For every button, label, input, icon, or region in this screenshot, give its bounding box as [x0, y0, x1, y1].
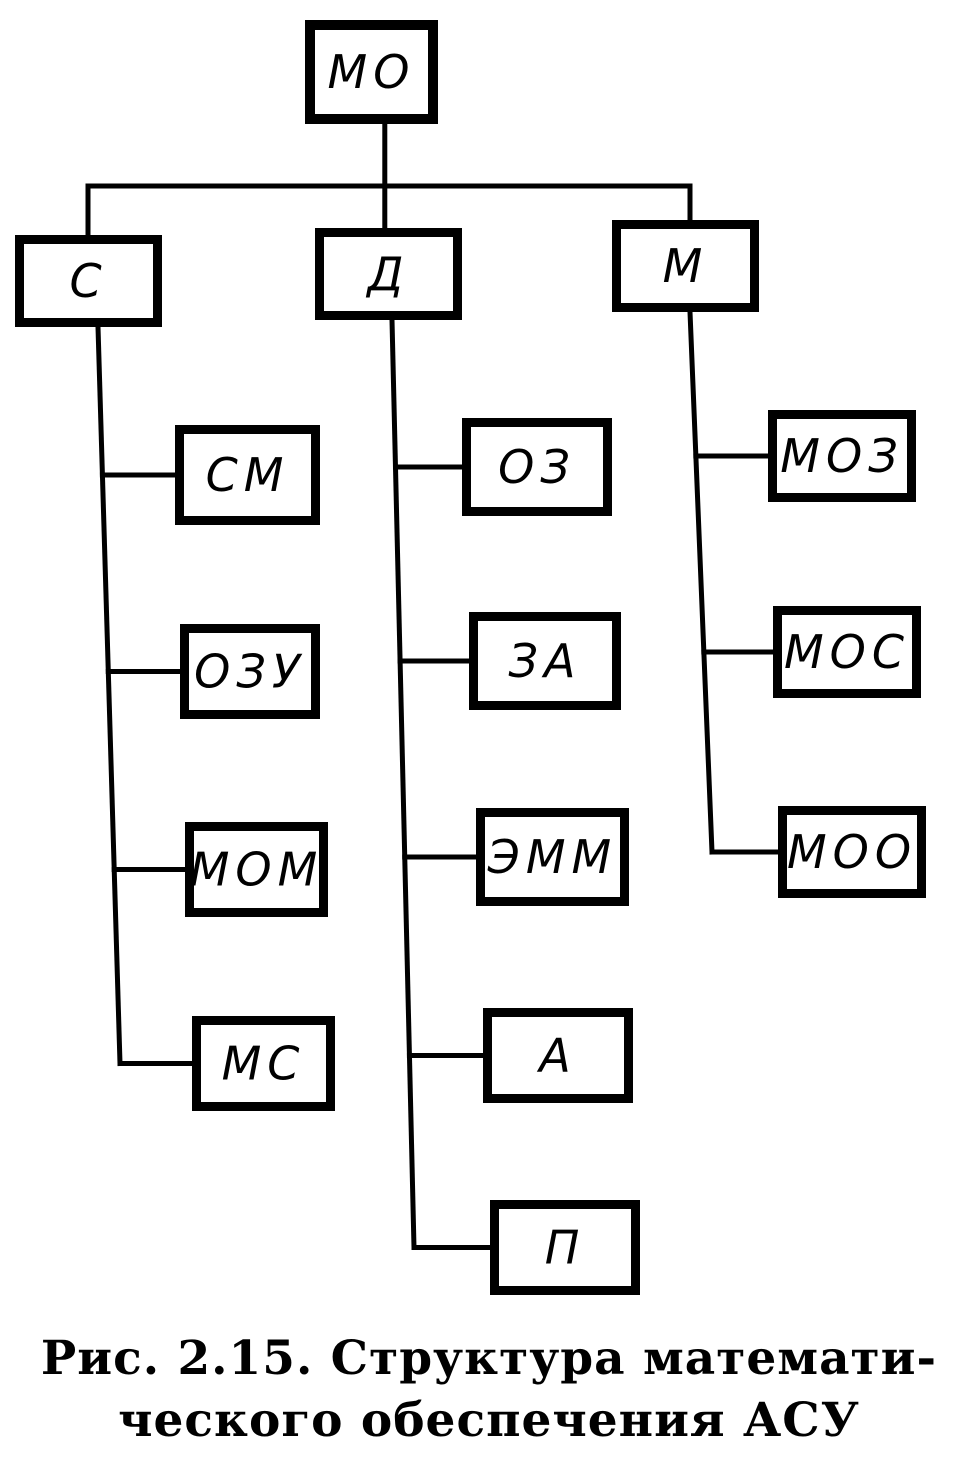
- node-ms-label: МС: [222, 1037, 306, 1091]
- node-mo-frame: [305, 20, 438, 124]
- node-ozu-label: ОЗУ: [194, 645, 306, 699]
- node-mom: МОМ: [185, 822, 328, 917]
- node-moz: МОЗ: [768, 410, 916, 502]
- node-oz-label: ОЗ: [498, 440, 576, 494]
- node-sm-frame: [175, 425, 320, 525]
- node-ozu: ОЗУ: [180, 624, 320, 719]
- node-s-label: С: [69, 254, 107, 308]
- node-emm-frame: [476, 808, 629, 906]
- node-za-frame: [469, 612, 621, 710]
- node-sm: СМ: [175, 425, 320, 525]
- node-oz-frame: [462, 418, 612, 516]
- node-s-frame: [15, 235, 162, 327]
- node-moo: МОО: [778, 806, 926, 898]
- caption-line-1: Рис. 2.15. Структура математи-: [40, 1331, 938, 1386]
- node-mom-frame: [185, 822, 328, 917]
- node-p-frame: [490, 1200, 640, 1295]
- node-a: А: [483, 1008, 633, 1103]
- node-emm-label: ЭММ: [487, 830, 618, 884]
- node-mom-label: МОМ: [190, 843, 324, 897]
- node-emm: ЭММ: [476, 808, 629, 906]
- connector-lines: [85, 121, 781, 1251]
- node-d-frame: [315, 228, 462, 320]
- node-m-label: М: [663, 239, 709, 293]
- node-m-frame: [612, 220, 759, 312]
- node-a-frame: [483, 1008, 633, 1103]
- node-d-label: Д: [366, 247, 410, 301]
- trunk-line-s: [95, 324, 123, 1067]
- node-ms: МС: [192, 1016, 335, 1111]
- node-mo-label: МО: [328, 45, 416, 99]
- node-ozu-frame: [180, 624, 320, 719]
- node-s: С: [15, 235, 162, 327]
- node-sm-label: СМ: [206, 448, 290, 502]
- node-za-label: ЗА: [509, 634, 582, 688]
- node-p-label: П: [545, 1221, 586, 1275]
- node-mos-frame: [773, 606, 921, 698]
- node-mos: МОС: [773, 606, 921, 698]
- node-a-label: А: [536, 1029, 576, 1083]
- node-p: П: [490, 1200, 640, 1295]
- node-ms-frame: [192, 1016, 335, 1111]
- trunk-line-m: [687, 309, 715, 855]
- node-moo-label: МОО: [787, 825, 917, 879]
- node-oz: ОЗ: [462, 418, 612, 516]
- node-m: М: [612, 220, 759, 312]
- node-moz-label: МОЗ: [780, 429, 903, 483]
- node-moz-frame: [768, 410, 916, 502]
- node-mos-label: МОС: [784, 625, 910, 679]
- trunk-line-d: [389, 317, 417, 1251]
- node-d: Д: [315, 228, 462, 320]
- node-moo-frame: [778, 806, 926, 898]
- node-za: ЗА: [469, 612, 621, 710]
- node-mo: МО: [305, 20, 438, 124]
- figure-caption: Рис. 2.15. Структура математи- ческого о…: [0, 1328, 978, 1452]
- caption-line-2: ческого обеспечения АСУ: [118, 1393, 860, 1448]
